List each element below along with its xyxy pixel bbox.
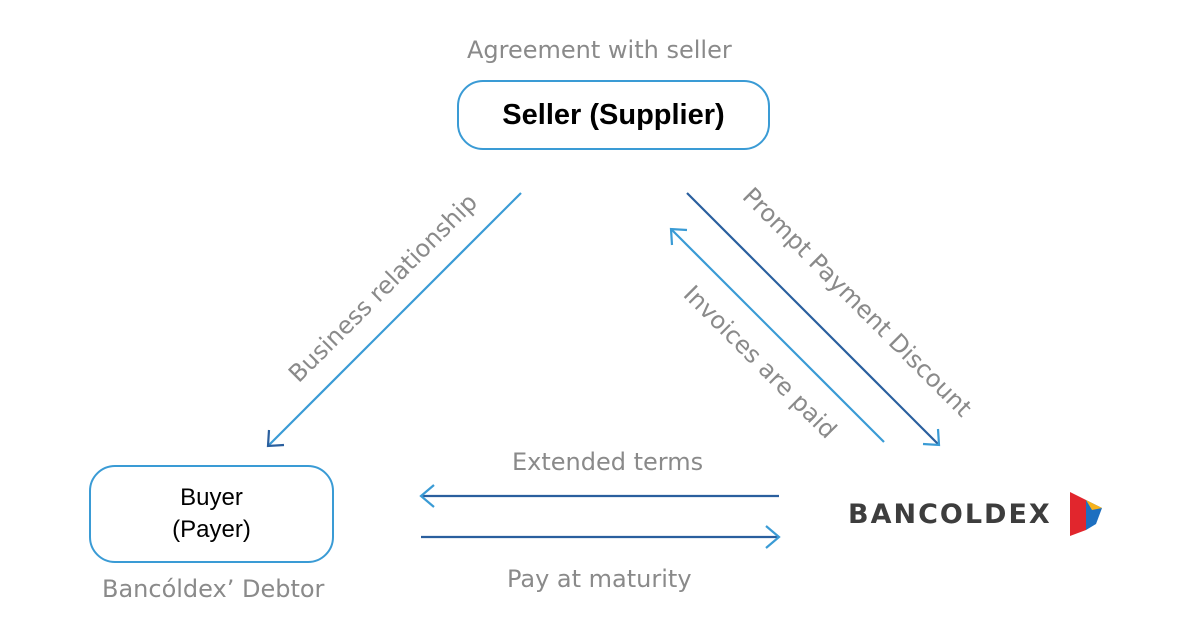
seller-node: Seller (Supplier) <box>457 80 770 150</box>
caption-pay-at-maturity: Pay at maturity <box>507 565 692 593</box>
caption-extended-terms: Extended terms <box>512 448 704 476</box>
arrow-business-relationship <box>266 192 522 448</box>
bancoldex-wordmark: BANCOLDEX <box>848 498 1052 530</box>
arrow-pay-at-maturity <box>421 525 781 549</box>
buyer-node: Buyer (Payer) <box>89 465 334 563</box>
buyer-label-line2: (Payer) <box>172 516 251 543</box>
caption-agreement-with-seller: Agreement with seller <box>467 36 732 64</box>
arrow-extended-terms <box>419 484 779 508</box>
arrow-prompt-payment-discount <box>686 192 941 447</box>
caption-bancoldex-debtor: Bancóldex’ Debtor <box>102 575 325 603</box>
arrow-invoices-paid <box>669 227 885 443</box>
seller-label: Seller (Supplier) <box>502 98 725 131</box>
bancoldex-mark-icon <box>1069 492 1102 536</box>
bancoldex-logo: BANCOLDEX <box>848 490 1106 538</box>
buyer-label-line1: Buyer <box>180 484 243 511</box>
